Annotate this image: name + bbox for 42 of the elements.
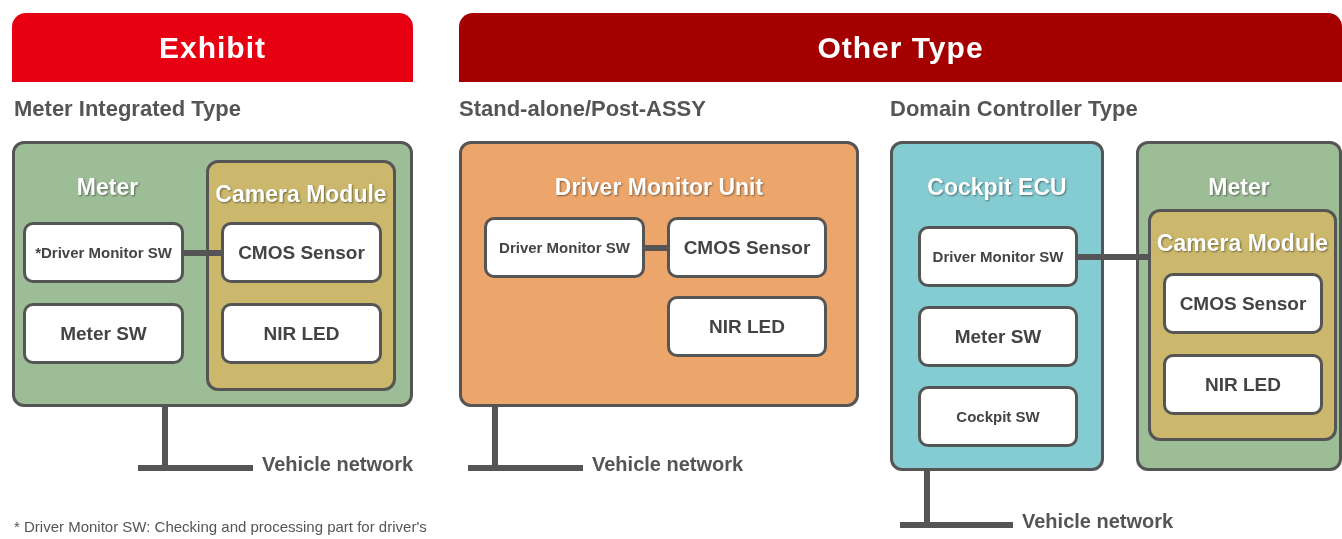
component-box: NIR LED bbox=[221, 303, 382, 364]
group-title: Meter bbox=[75, 174, 140, 201]
network-label: Vehicle network bbox=[592, 453, 744, 476]
component-box: CMOS Sensor bbox=[221, 222, 382, 283]
group-title: Cockpit ECU bbox=[926, 174, 1068, 201]
group-box bbox=[12, 141, 413, 407]
section-heading: Domain Controller Type bbox=[890, 96, 1138, 122]
connector-line bbox=[184, 250, 221, 256]
component-box: CMOS Sensor bbox=[667, 217, 827, 278]
network-label: Vehicle network bbox=[262, 453, 414, 476]
network-label: Vehicle network bbox=[1022, 510, 1174, 533]
group-box bbox=[1148, 209, 1337, 441]
network-bar bbox=[468, 465, 583, 471]
group-box bbox=[1136, 141, 1342, 471]
section-heading: Meter Integrated Type bbox=[14, 96, 241, 122]
group-title: Driver Monitor Unit bbox=[553, 174, 765, 201]
component-box: NIR LED bbox=[667, 296, 827, 357]
component-box: Driver Monitor SW bbox=[918, 226, 1078, 287]
connector-line bbox=[924, 471, 930, 522]
footnote: * Driver Monitor SW: Checking and processing part for driver's bbox=[14, 518, 427, 535]
component-box: CMOS Sensor bbox=[1163, 273, 1323, 334]
connector-line bbox=[492, 407, 498, 465]
header-band: Other Type bbox=[459, 13, 1342, 82]
connector-line bbox=[162, 407, 168, 465]
component-box: *Driver Monitor SW bbox=[23, 222, 184, 283]
network-bar bbox=[900, 522, 1013, 528]
section-heading: Stand-alone/Post-ASSY bbox=[459, 96, 706, 122]
group-title: Camera Module bbox=[214, 181, 388, 208]
network-bar bbox=[138, 465, 253, 471]
group-box bbox=[206, 160, 396, 391]
group-title: Camera Module bbox=[1155, 230, 1330, 257]
component-box: Meter SW bbox=[23, 303, 184, 364]
component-box: Driver Monitor SW bbox=[484, 217, 645, 278]
component-box: NIR LED bbox=[1163, 354, 1323, 415]
connector-line bbox=[645, 245, 667, 251]
component-box: Cockpit SW bbox=[918, 386, 1078, 447]
group-box bbox=[890, 141, 1104, 471]
group-box bbox=[459, 141, 859, 407]
connector-line bbox=[1078, 254, 1148, 260]
group-title: Meter bbox=[1207, 174, 1271, 201]
header-band: Exhibit bbox=[12, 13, 413, 82]
component-box: Meter SW bbox=[918, 306, 1078, 367]
